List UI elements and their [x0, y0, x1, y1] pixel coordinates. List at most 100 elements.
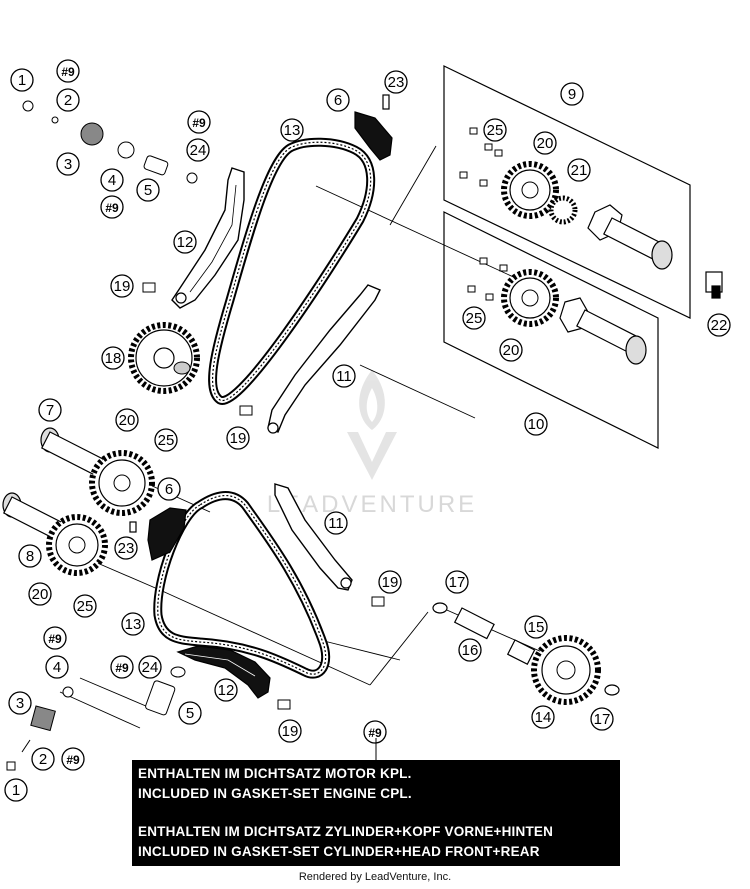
callout-8-27-label: 8	[26, 548, 34, 565]
note-line-1: ENTHALTEN IM DICHTSATZ MOTOR KPL.	[138, 766, 412, 781]
small-parts-upper-left	[22, 100, 198, 184]
callout-12-7-circle	[173, 230, 197, 254]
callout-18-9-label: 18	[105, 350, 122, 367]
ref-tag-2-label: #9	[105, 201, 119, 215]
callout-7-22-label: 7	[46, 402, 54, 419]
callout-25-30: 25	[73, 594, 97, 618]
callout-14-44-circle	[531, 705, 555, 729]
tensioner-rail-upper	[171, 167, 245, 309]
callout-25-20-label: 25	[466, 310, 483, 327]
callout-11-26: 11	[324, 511, 348, 535]
callout-6-5-label: 6	[334, 92, 342, 109]
callout-20-19-label: 20	[503, 342, 520, 359]
ref-tag-0-circle	[56, 59, 80, 83]
leader-lines	[59, 145, 561, 729]
callout-3-2-circle	[56, 152, 80, 176]
callout-20-29-circle	[28, 582, 52, 606]
camshaft-left-upper	[40, 427, 105, 477]
callout-19-10-label: 19	[114, 278, 131, 295]
callout-19-43: 19	[278, 719, 302, 743]
callout-17-45-circle	[590, 707, 614, 731]
callout-6-25-circle	[157, 477, 181, 501]
callout-1-0-label: 1	[18, 72, 26, 89]
camshaft-upper	[587, 204, 673, 270]
callout-11-17-circle	[332, 364, 356, 388]
callout-2-41-label: 2	[39, 751, 47, 768]
callout-18-9-circle	[101, 346, 125, 370]
callout-6-25: 6	[157, 477, 181, 501]
assembly-box-10	[443, 211, 659, 449]
callout-18-9: 18	[101, 346, 125, 370]
bolts-19-23	[142, 282, 385, 710]
callout-4-39-circle	[45, 655, 69, 679]
ref-tag-6: #9	[61, 747, 85, 771]
callout-20-29-label: 20	[32, 586, 49, 603]
ref-tag-5-circle	[110, 655, 134, 679]
callout-5-38-circle	[178, 701, 202, 725]
ref-tag-6-label: #9	[66, 753, 80, 767]
camshaft-left-lower	[2, 492, 69, 542]
callout-5-4: 5	[136, 178, 160, 202]
callout-25-16: 25	[483, 118, 507, 142]
ref-tag-0: #9	[56, 59, 80, 83]
callout-10-21: 10	[524, 412, 548, 436]
callout-12-37-circle	[214, 678, 238, 702]
ref-tag-5-label: #9	[115, 661, 129, 675]
ref-tag-3-label: #9	[368, 726, 382, 740]
chain-tensioner-lower	[129, 507, 187, 561]
callout-4-3: 4	[100, 168, 124, 192]
sensor-22	[705, 271, 723, 299]
camshaft-sprocket-middle	[501, 269, 559, 327]
ref-tag-6-circle	[61, 747, 85, 771]
callout-6-5: 6	[326, 88, 350, 112]
callout-20-19: 20	[499, 338, 523, 362]
callout-25-24-label: 25	[158, 432, 175, 449]
guide-rail-lower	[274, 483, 353, 591]
callout-17-33: 17	[445, 570, 469, 594]
note-line-4: INCLUDED IN GASKET-SET CYLINDER+HEAD FRO…	[138, 844, 540, 859]
callout-7-22: 7	[38, 398, 62, 422]
callout-4-39-label: 4	[53, 659, 61, 676]
callout-25-20: 25	[462, 306, 486, 330]
footer-credit: Rendered by LeadVenture, Inc.	[299, 871, 451, 883]
callout-24-15: 24	[186, 138, 210, 162]
callout-2-1-label: 2	[64, 92, 72, 109]
ref-tag-0-label: #9	[61, 65, 75, 79]
callout-12-7: 12	[173, 230, 197, 254]
callout-2-1-circle	[56, 88, 80, 112]
callout-17-45: 17	[590, 707, 614, 731]
callout-24-15-label: 24	[190, 142, 207, 159]
callout-5-4-label: 5	[144, 182, 152, 199]
callout-8-27: 8	[18, 544, 42, 568]
callout-19-18-circle	[226, 426, 250, 450]
callout-5-38-label: 5	[186, 705, 194, 722]
ref-tag-4-label: #9	[48, 632, 62, 646]
callout-12-7-label: 12	[177, 234, 194, 251]
callout-1-0: 1	[10, 68, 34, 92]
callout-4-3-circle	[100, 168, 124, 192]
lower-timing-chain	[153, 491, 331, 679]
callout-9-6: 9	[560, 82, 584, 106]
chain-tensioner-upper	[354, 94, 393, 161]
callout-22-13-label: 22	[711, 317, 728, 334]
callout-20-11: 20	[533, 131, 557, 155]
callout-13-8: 13	[280, 118, 304, 142]
callout-2-1: 2	[56, 88, 80, 112]
callout-19-32: 19	[378, 570, 402, 594]
callout-25-16-label: 25	[487, 122, 504, 139]
callout-17-33-label: 17	[449, 574, 466, 591]
callout-20-29: 20	[28, 582, 52, 606]
callout-25-24-circle	[154, 428, 178, 452]
callout-9-6-label: 9	[568, 86, 576, 103]
callout-11-17: 11	[332, 364, 356, 388]
watermark-logo	[347, 370, 397, 480]
callout-1-0-circle	[10, 68, 34, 92]
ref-tag-4: #9	[43, 626, 67, 650]
callout-19-43-circle	[278, 719, 302, 743]
camshaft-sprocket-upper	[501, 161, 559, 219]
callout-1-42-label: 1	[12, 782, 20, 799]
callout-17-33-circle	[445, 570, 469, 594]
callout-15-34-label: 15	[528, 619, 545, 636]
ref-tag-1: #9	[187, 110, 211, 134]
